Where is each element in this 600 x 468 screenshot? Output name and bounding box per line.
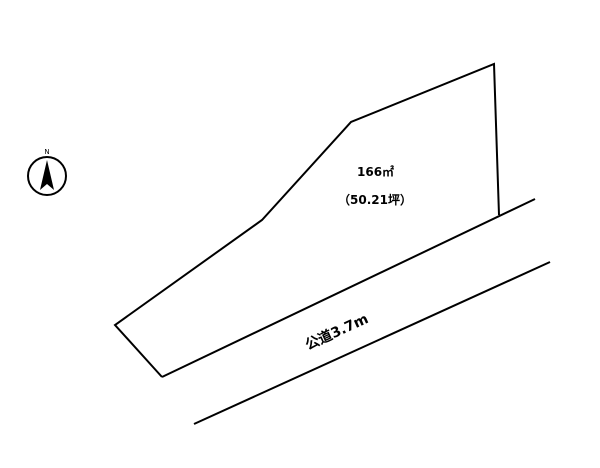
north-compass: N: [27, 148, 67, 196]
lot-boundary: [113, 62, 500, 378]
compass-ring: [27, 156, 67, 196]
road-edge-lower: [193, 261, 551, 425]
road-edge-upper: [161, 198, 536, 378]
lot-area-tsubo: （50.21坪）: [338, 192, 412, 207]
lot-area-sqm: 166㎡: [357, 164, 394, 179]
compass-north-label: N: [44, 148, 49, 156]
north-arrow-icon: [40, 160, 54, 190]
